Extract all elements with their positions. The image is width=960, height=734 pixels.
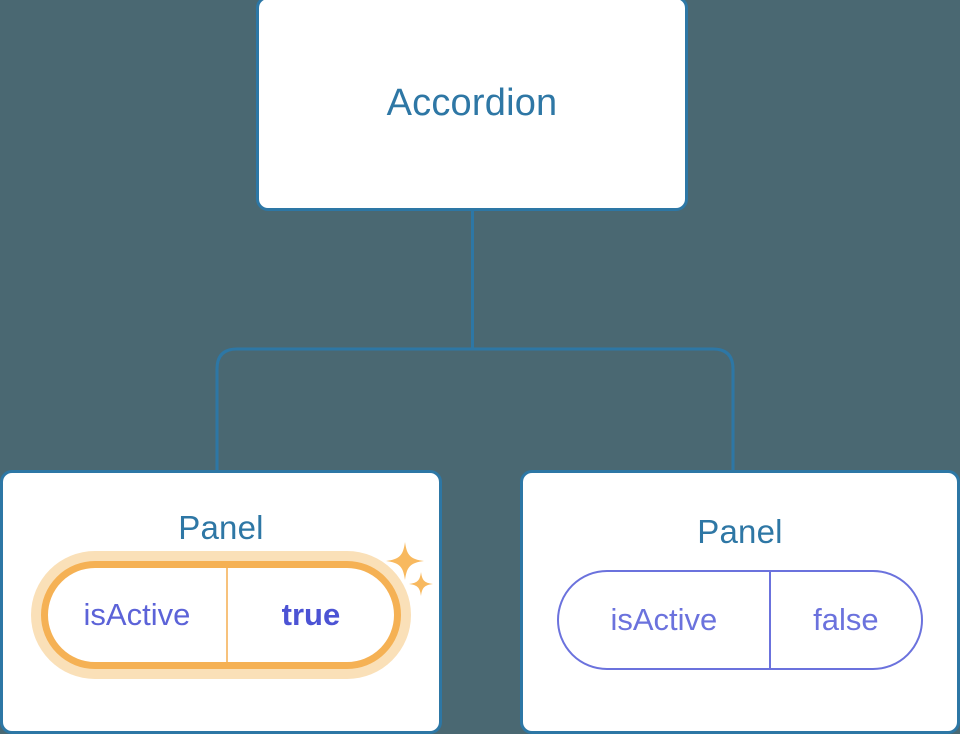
node-accordion[interactable]: Accordion [256,0,688,211]
node-panel-right[interactable]: Panel isActive false [520,470,960,734]
prop-key-label: isActive [48,568,228,662]
prop-value-label: true [281,597,341,632]
connector-branch-left [215,347,473,472]
connector-branch-right [472,347,735,472]
prop-key-label: isActive [559,572,771,668]
prop-value-label: false [813,602,879,637]
prop-pill-is-active-false[interactable]: isActive false [557,570,923,670]
node-panel-left-title: Panel [178,509,264,546]
prop-pill-right-wrapper: isActive false [557,570,923,670]
node-panel-left[interactable]: Panel isActive true [0,470,442,734]
node-panel-right-title: Panel [697,513,783,550]
prop-pill-is-active-true[interactable]: isActive true [41,561,401,669]
prop-pill-left-wrapper: isActive true [41,561,401,669]
node-accordion-title: Accordion [386,82,558,124]
